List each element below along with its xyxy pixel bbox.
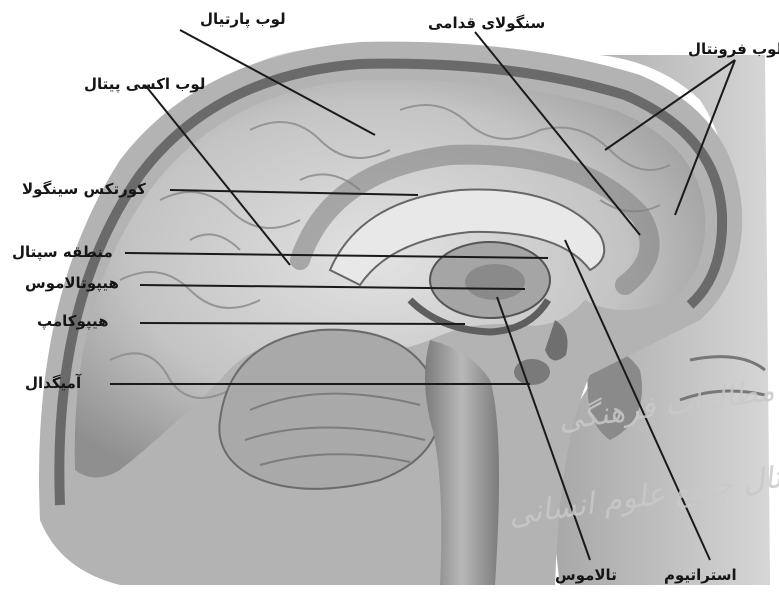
label-cingulate-cortex: کورتکس سینگولا xyxy=(22,182,146,197)
label-amygdala: آمیگدال xyxy=(25,376,81,391)
label-hippocampus: هیپوکامپ xyxy=(37,314,109,329)
label-occipital-lobe: لوب اکسی پیتال xyxy=(84,77,205,92)
label-frontal-lobe: لوب فرونتال xyxy=(688,42,779,57)
label-thalamus: تالاموس xyxy=(555,568,617,583)
thalamus-core xyxy=(465,264,525,300)
label-striatum: استراتیوم xyxy=(664,568,737,583)
label-hypothalamus: هیپوتالاموس xyxy=(25,276,119,291)
label-septal-area: منطقه سپتال xyxy=(12,245,113,260)
label-anterior-cingulate: سنگولای قدامی xyxy=(428,16,545,31)
label-parietal-lobe: لوب پارتیال xyxy=(200,12,286,27)
leader-hippocampus xyxy=(140,323,465,324)
